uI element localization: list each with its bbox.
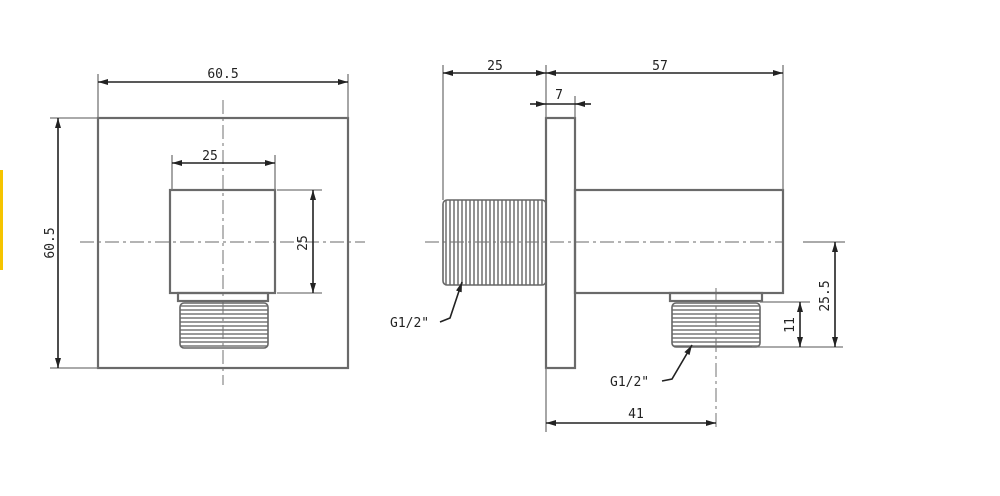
yellow-accent-bar [0, 170, 3, 270]
wall-plate-outline [96, 116, 350, 370]
outlet-width-label: 25 [202, 149, 218, 164]
outlet-callout-leader [661, 344, 693, 382]
thread-length-label: 25 [487, 59, 503, 74]
outlet-collar [176, 291, 270, 303]
front-view: 60.5 60.5 25 25 [43, 67, 365, 385]
outlet-collar-side [668, 291, 764, 303]
outlet-thread [179, 302, 269, 349]
height-label: 60.5 [43, 227, 58, 258]
outlet-offset-label: 41 [628, 407, 644, 422]
outlet-thread-side [671, 302, 761, 348]
plate-thickness-label: 7 [555, 88, 563, 103]
side-view: 25 57 7 41 25.5 11 G1/2" G1/2" [390, 59, 845, 432]
outlet-drop-label: 25.5 [818, 280, 833, 311]
inlet-thread [442, 199, 547, 286]
width-label: 60.5 [207, 67, 238, 82]
wall-plate-side [544, 116, 577, 370]
inlet-callout-leader [439, 281, 463, 323]
outlet-height-label: 25 [296, 235, 311, 251]
outlet-thread-callout: G1/2" [610, 375, 649, 390]
outlet-thread-length-label: 11 [783, 317, 798, 333]
inlet-thread-callout: G1/2" [390, 316, 429, 331]
body-length-label: 57 [652, 59, 668, 74]
